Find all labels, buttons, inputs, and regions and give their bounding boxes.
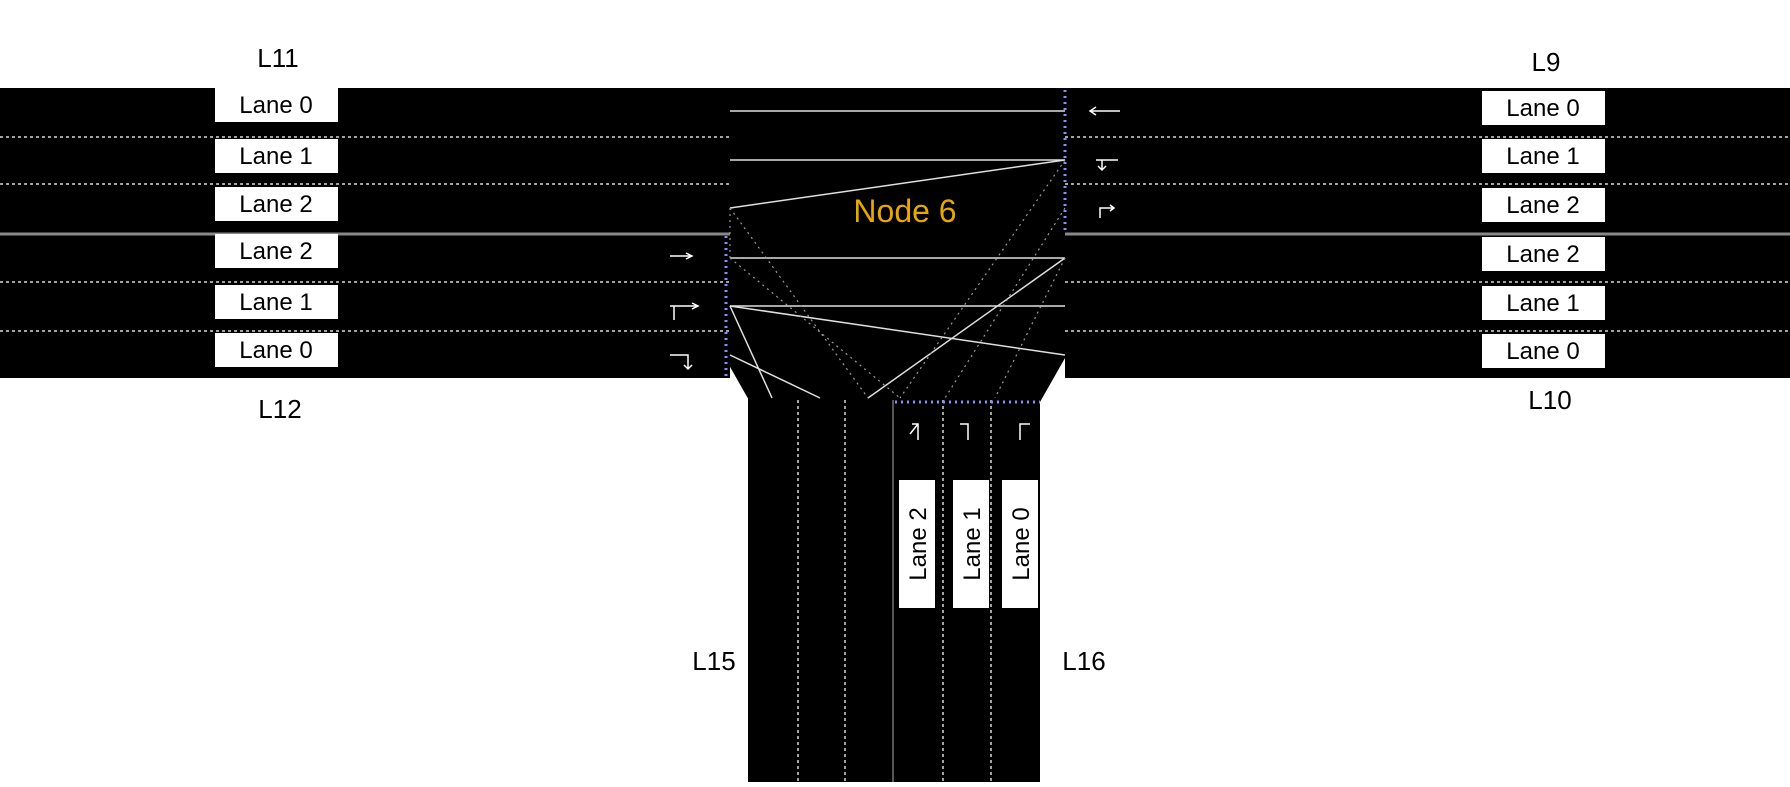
intersection-connectors bbox=[729, 110, 1066, 399]
link-label-l12: L12 bbox=[258, 394, 301, 424]
lane-label-south-1: Lane 1 bbox=[959, 507, 986, 580]
lane-label-east-5: Lane 0 bbox=[1506, 338, 1579, 365]
lane-label-east-2: Lane 2 bbox=[1506, 192, 1579, 219]
lane-label-east-4: Lane 1 bbox=[1506, 290, 1579, 317]
lane-label-west-0: Lane 0 bbox=[239, 92, 312, 119]
south-lane-dividers bbox=[797, 400, 992, 782]
lane-label-east-3: Lane 2 bbox=[1506, 241, 1579, 268]
lane-label-south-0: Lane 2 bbox=[905, 507, 932, 580]
arrow-east-lane1 bbox=[1096, 159, 1118, 172]
intersection-corner-fill bbox=[725, 358, 1065, 402]
lane-label-west-2: Lane 2 bbox=[239, 191, 312, 218]
lane-label-west-5: Lane 0 bbox=[239, 337, 312, 364]
south-lane-labels: Lane 2 Lane 1 Lane 0 bbox=[899, 480, 1038, 608]
arrow-east-lane0 bbox=[1088, 106, 1120, 116]
intersection-box[interactable] bbox=[730, 88, 1065, 358]
arrow-south-lane2 bbox=[909, 423, 919, 440]
link-label-l9: L9 bbox=[1532, 47, 1561, 77]
arrow-west-lane1 bbox=[670, 302, 700, 320]
link-label-l15: L15 bbox=[692, 646, 735, 676]
link-label-l11: L11 bbox=[257, 43, 298, 73]
intersection-connectors-dotted bbox=[729, 159, 1066, 399]
lane-label-west-4: Lane 1 bbox=[239, 289, 312, 316]
link-label-l16: L16 bbox=[1062, 646, 1105, 676]
east-lane-dividers bbox=[1065, 136, 1790, 332]
lane-label-west-3: Lane 2 bbox=[239, 238, 312, 265]
link-label-l10: L10 bbox=[1528, 385, 1571, 415]
lane-label-west-1: Lane 1 bbox=[239, 143, 312, 170]
lane-label-east-0: Lane 0 bbox=[1506, 95, 1579, 122]
arrow-east-lane2 bbox=[1099, 204, 1116, 218]
lane-label-south-2: Lane 0 bbox=[1008, 507, 1035, 580]
east-lane-labels: Lane 0 Lane 1 Lane 2 Lane 2 Lane 1 Lane … bbox=[1482, 91, 1605, 368]
arrow-south-lane1 bbox=[960, 423, 969, 440]
west-lane-dividers bbox=[0, 136, 730, 332]
arrow-west-lane0 bbox=[670, 354, 693, 371]
turn-arrows bbox=[670, 106, 1120, 440]
node-label: Node 6 bbox=[853, 193, 956, 229]
lane-label-east-1: Lane 1 bbox=[1506, 143, 1579, 170]
west-lane-labels: Lane 0 Lane 1 Lane 2 Lane 2 Lane 1 Lane … bbox=[215, 88, 338, 367]
arrow-south-lane0 bbox=[1019, 423, 1030, 440]
arrow-west-lane2 bbox=[670, 252, 694, 260]
